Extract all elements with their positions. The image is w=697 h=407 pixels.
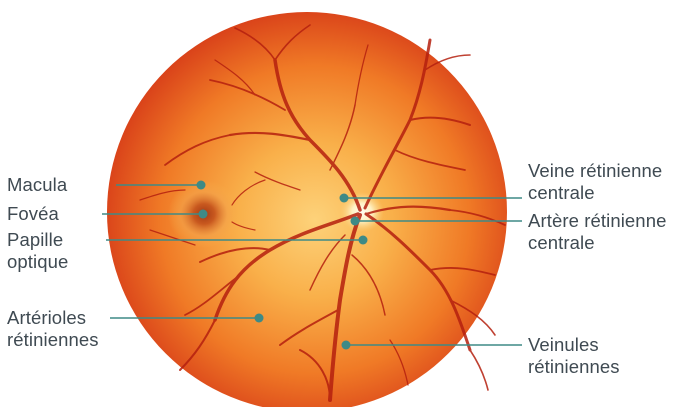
papille-label-line2: optique: [7, 251, 68, 273]
arterioles-label-line1: Artérioles: [7, 307, 99, 329]
papille-label-line1: Papille: [7, 229, 68, 251]
papille-label: Papille optique: [7, 229, 68, 273]
papille-dot: [359, 236, 368, 245]
veinules-label-line1: Veinules: [528, 334, 620, 356]
veine-label-line2: centrale: [528, 182, 662, 204]
artere-label: Artère rétinienne centrale: [528, 210, 666, 254]
fovea-label: Fovéa: [7, 203, 59, 225]
veinules-dot: [342, 341, 351, 350]
macula-label: Macula: [7, 174, 67, 196]
artere-label-line1: Artère rétinienne: [528, 210, 666, 232]
arterioles-dot: [255, 314, 264, 323]
arterioles-label-line2: rétiniennes: [7, 329, 99, 351]
veinules-label: Veinules rétiniennes: [528, 334, 620, 378]
veinules-label-line2: rétiniennes: [528, 356, 620, 378]
fovea-label-text: Fovéa: [7, 203, 59, 225]
veine-dot: [340, 194, 349, 203]
arterioles-label: Artérioles rétiniennes: [7, 307, 99, 351]
artere-dot: [351, 217, 360, 226]
macula-label-text: Macula: [7, 174, 67, 196]
veine-label: Veine rétinienne centrale: [528, 160, 662, 204]
macula-dot: [197, 181, 206, 190]
veine-label-line1: Veine rétinienne: [528, 160, 662, 182]
artere-label-line2: centrale: [528, 232, 666, 254]
fovea-dot: [199, 210, 208, 219]
